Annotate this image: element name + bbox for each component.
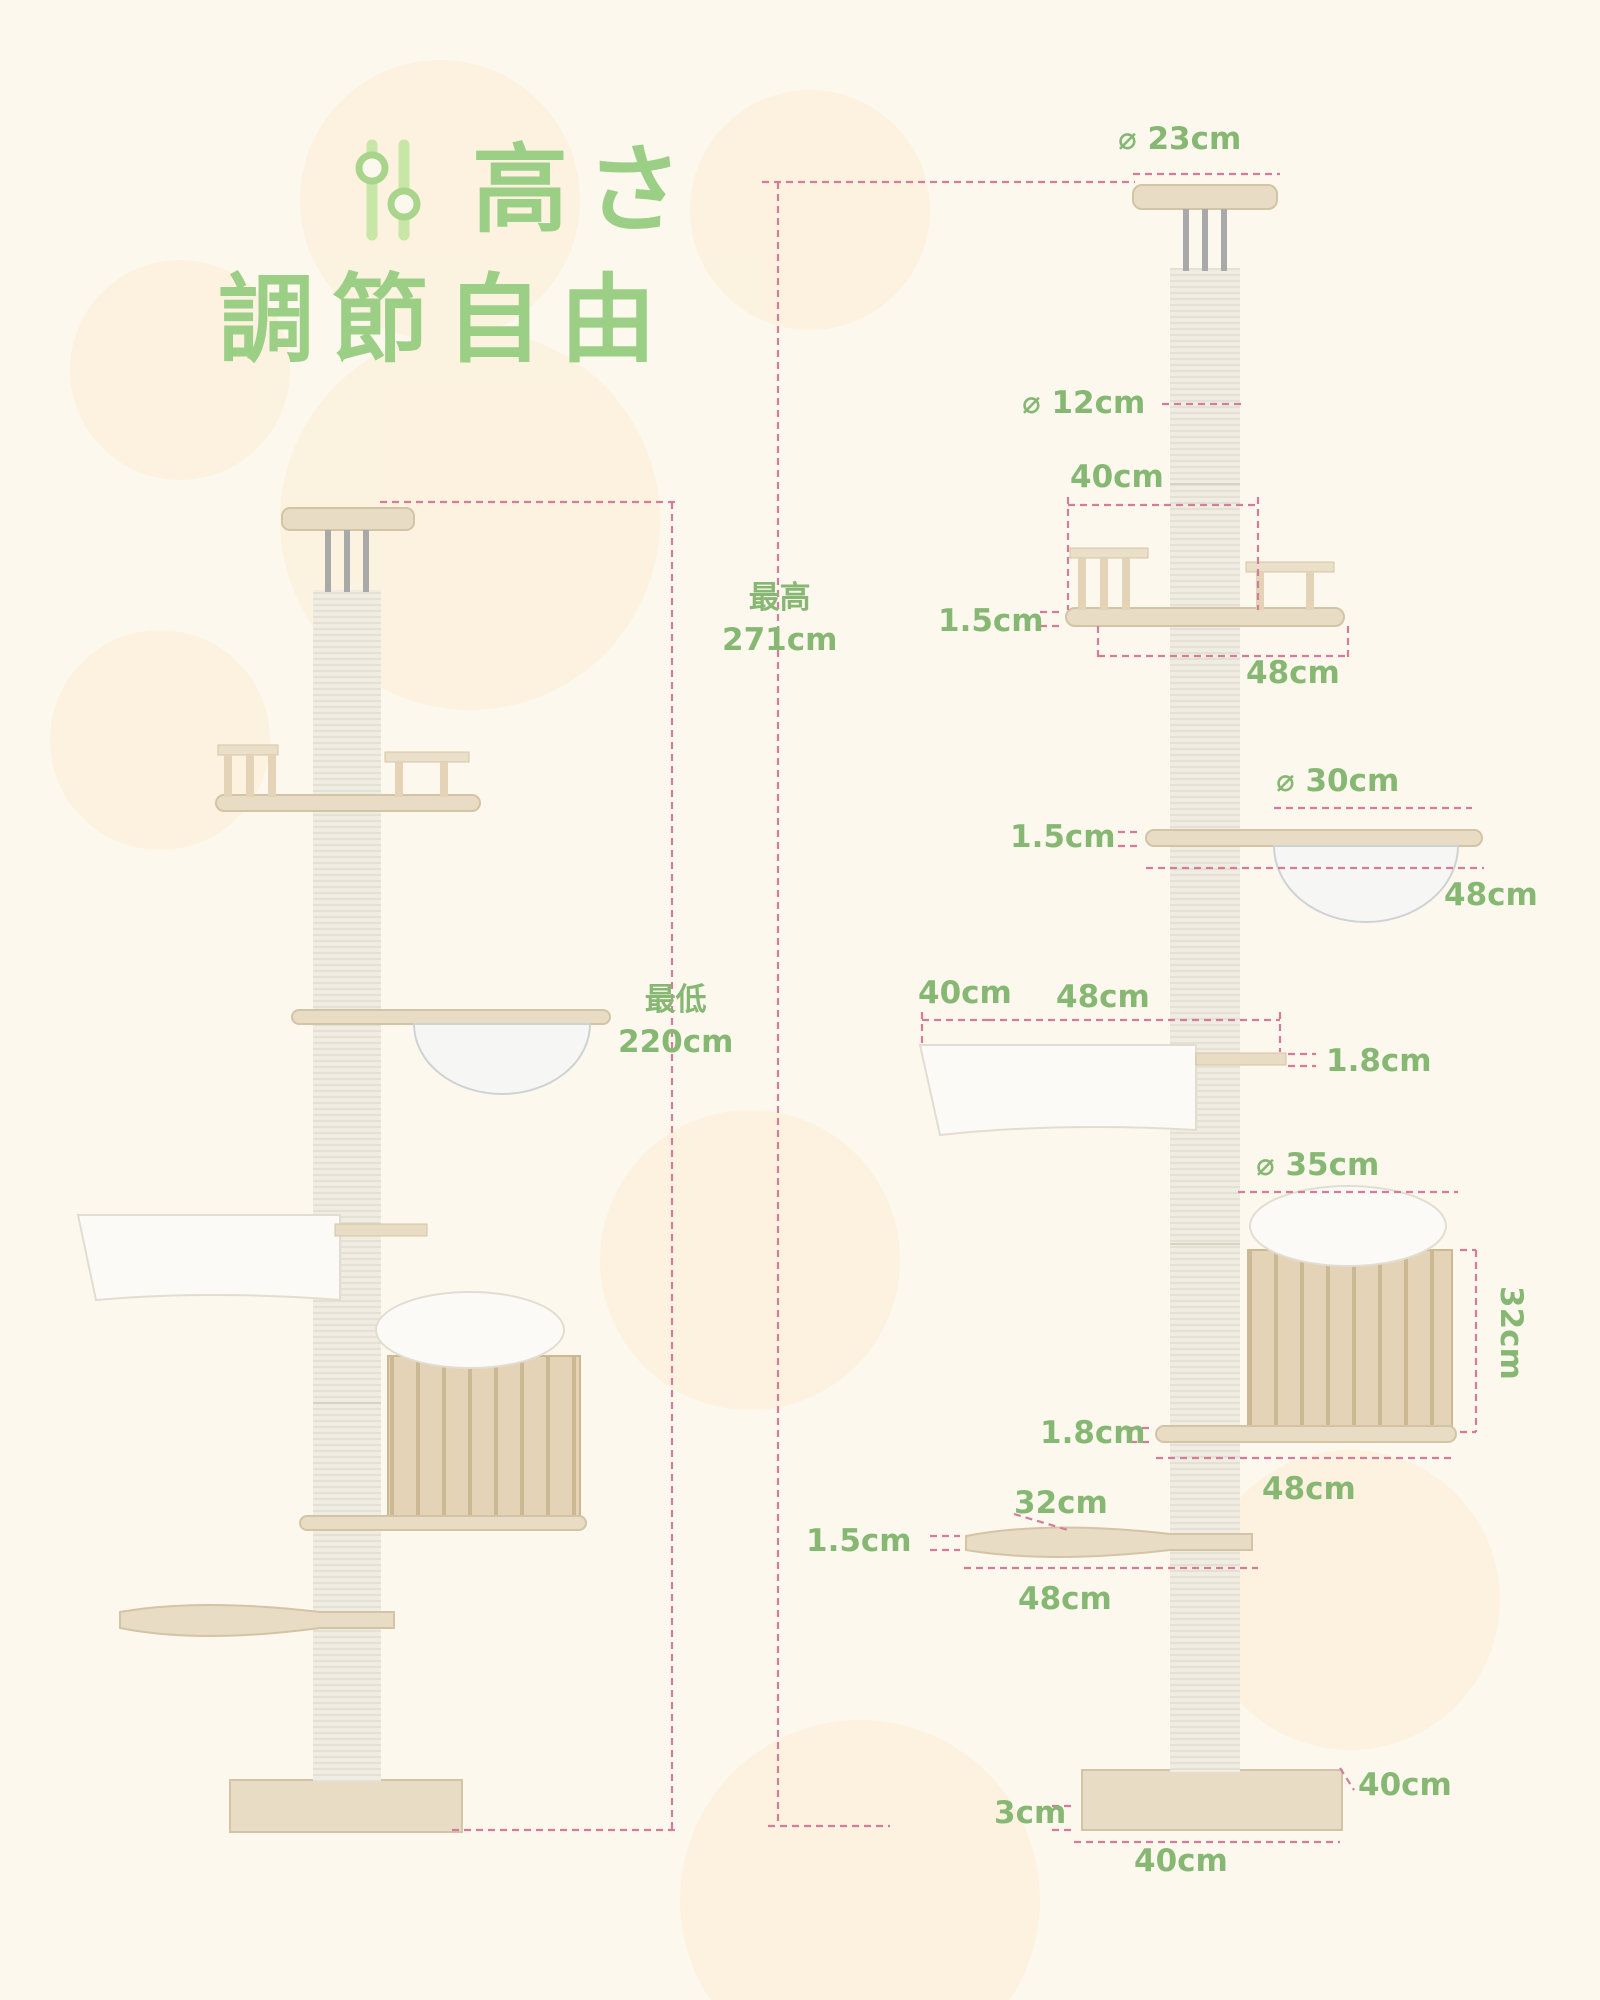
lower-platform-width: 32cm: [1014, 1485, 1108, 1521]
upper-platform-width: 40cm: [1070, 459, 1164, 495]
hammock-width: 40cm: [918, 975, 1012, 1011]
condo-diameter: ⌀ 35cm: [1256, 1147, 1380, 1183]
max-height-caption: 最高: [748, 580, 811, 616]
base-depth: 40cm: [1358, 1767, 1452, 1803]
min-height-caption: 最低: [644, 982, 707, 1018]
condo-base-depth: 48cm: [1262, 1471, 1356, 1507]
dimension-lines: [380, 172, 1484, 1844]
title-line-2: 調節自由: [218, 264, 674, 376]
lower-platform-thickness: 1.5cm: [806, 1523, 912, 1559]
base-width: 40cm: [1134, 1843, 1228, 1879]
min-height-value: 220cm: [618, 1023, 734, 1060]
hammock-thickness: 1.8cm: [1326, 1043, 1432, 1079]
post-diameter: ⌀ 12cm: [1022, 385, 1146, 421]
max-height-label: 最高 271cm: [722, 578, 837, 662]
title-line-1: 高さ: [472, 134, 700, 246]
upper-platform-thickness: 1.5cm: [938, 603, 1044, 639]
bowl-platform-depth: 48cm: [1444, 877, 1538, 913]
adjust-sliders-icon: [355, 139, 421, 241]
lower-platform-depth: 48cm: [1018, 1581, 1112, 1617]
hammock-depth: 48cm: [1056, 979, 1150, 1015]
top-plate-diameter: ⌀ 23cm: [1118, 121, 1242, 157]
bowl-platform-thickness: 1.5cm: [1010, 819, 1116, 855]
base-thickness: 3cm: [994, 1795, 1067, 1831]
cat-tree-min: [76, 507, 611, 1833]
condo-height: 32cm: [1493, 1286, 1529, 1380]
max-height-value: 271cm: [722, 621, 838, 658]
min-height-label: 最低 220cm: [618, 980, 733, 1064]
condo-base-thickness: 1.8cm: [1040, 1415, 1146, 1451]
upper-platform-depth: 48cm: [1246, 655, 1340, 691]
bowl-diameter: ⌀ 30cm: [1276, 763, 1400, 799]
